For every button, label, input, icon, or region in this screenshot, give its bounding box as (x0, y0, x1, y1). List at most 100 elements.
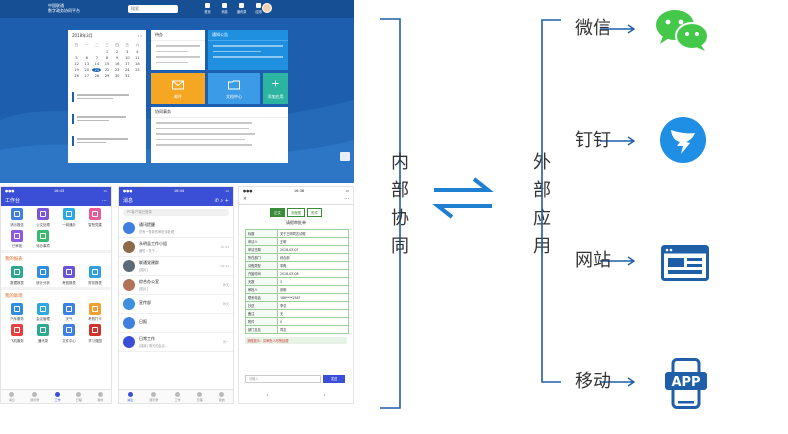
list-item[interactable]: 综合办公室[图片]昨天 (119, 276, 233, 295)
calendar-day[interactable]: 29 (104, 74, 110, 78)
calendar-day[interactable]: 17 (124, 62, 130, 66)
list-item[interactable]: 宣传部昨天 (119, 295, 233, 314)
tab-label: 日程 (75, 397, 82, 402)
app-item[interactable]: 考勤打卡 (83, 302, 107, 321)
tab-item[interactable]: 日程 (197, 391, 203, 402)
add-app-tile[interactable]: + 添加应用 (263, 73, 288, 104)
calendar-day[interactable]: 4 (136, 50, 139, 54)
calendar-day[interactable]: 5 (75, 56, 78, 60)
calendar-day[interactable]: 28 (94, 74, 100, 78)
avatar[interactable] (262, 3, 272, 13)
back-icon[interactable]: ‹ (266, 392, 269, 399)
calendar-day[interactable]: 30 (114, 74, 120, 78)
website-icon (661, 245, 709, 281)
toolbar-contacts-button[interactable]: 通讯录 (236, 3, 247, 14)
calendar-event[interactable] (72, 92, 142, 102)
calendar-day[interactable]: 27 (84, 74, 89, 78)
calendar-day[interactable]: 9 (115, 56, 119, 60)
notice-panel[interactable]: 通知公告 (208, 30, 288, 70)
app-item[interactable]: 一网通办 (57, 208, 81, 227)
calendar-event[interactable] (72, 114, 142, 124)
news-panel[interactable]: 协同事务 (151, 107, 288, 163)
file-tile[interactable]: 文档中心 (208, 73, 260, 104)
form-tab[interactable]: 正文 (270, 208, 285, 217)
calendar-day[interactable]: 22 (104, 68, 110, 72)
list-item[interactable]: 通讯提醒您有一条新的审批待处理 (119, 219, 233, 238)
pc-login-banner[interactable]: PC客户端已登录 (123, 209, 229, 216)
app-item[interactable]: 待办事项 (31, 229, 55, 248)
desktop-chat-icon[interactable] (340, 152, 350, 161)
calendar-event[interactable] (72, 136, 142, 146)
mail-tile[interactable]: 邮件 (151, 73, 205, 104)
calendar-day[interactable]: 23 (114, 68, 120, 72)
calendar-day[interactable]: 25 (135, 68, 140, 72)
tab-item[interactable]: 我的 (97, 391, 103, 402)
form-tab[interactable]: 流程图 (286, 208, 306, 217)
message-text: 永明县工作小组通知：关于... (139, 241, 220, 254)
calendar-nav-icon[interactable]: ‹ › (137, 33, 142, 38)
app-item[interactable]: 飞机服务 (5, 324, 29, 343)
calendar-day[interactable]: 15 (104, 62, 110, 66)
list-item[interactable]: 日报 (119, 314, 233, 333)
calendar-day[interactable]: 18 (135, 62, 140, 66)
calendar-day[interactable]: 12 (74, 62, 79, 66)
app-item[interactable]: 已审批 (5, 229, 29, 248)
calendar-day[interactable]: 8 (105, 56, 109, 60)
toolbar-home-button[interactable]: 首页 (202, 3, 213, 14)
app-item[interactable]: 智慧党建 (83, 208, 107, 227)
app-item[interactable]: 统计分析 (31, 266, 55, 285)
app-item[interactable]: 文件中心 (57, 324, 81, 343)
tab-item[interactable]: 消息 (9, 391, 15, 402)
calendar-day[interactable]: 24 (124, 68, 130, 72)
calendar-day[interactable]: 2 (115, 50, 119, 54)
tab-item[interactable]: 通讯录 (30, 391, 39, 402)
app-label: 一网通办 (62, 222, 76, 227)
tab-item[interactable]: 通讯录 (149, 391, 159, 402)
tab-label: 通讯录 (149, 397, 159, 402)
app-item[interactable]: 会议管理 (31, 302, 55, 321)
app-item[interactable]: 通讯录 (31, 324, 55, 343)
app-item[interactable]: 天气 (57, 302, 81, 321)
toolbar-message-button[interactable]: 消息 (219, 3, 230, 14)
comment-input[interactable]: 请输入 (245, 375, 321, 383)
calendar-day[interactable]: 31 (124, 74, 130, 78)
more-icon[interactable]: ⋯ (102, 197, 107, 204)
app-item[interactable]: 财务报表 (83, 266, 107, 285)
app-item[interactable]: 公文处理 (31, 208, 55, 227)
calendar-day[interactable]: 21 (92, 68, 102, 72)
tab-item[interactable]: 我的 (219, 391, 225, 402)
calendar-day[interactable]: 26 (74, 74, 79, 78)
list-item[interactable]: 联通党建群[图片]09:41 (119, 257, 233, 276)
app-item[interactable]: 学习强国 (83, 324, 107, 343)
add-icon[interactable]: ✆ ⌕ + (214, 197, 229, 204)
calendar-day[interactable]: 10 (124, 56, 130, 60)
calendar-day[interactable]: 14 (94, 62, 100, 66)
tab-item[interactable]: 工作 (54, 391, 60, 402)
toolbar-apps-button[interactable]: 应用 (253, 3, 264, 14)
list-item[interactable]: 永明县工作小组通知：关于...10:23 (119, 238, 233, 257)
form-tab[interactable]: 附件 (307, 208, 322, 217)
calendar-day[interactable]: 1 (105, 50, 109, 54)
calendar-day[interactable]: 19 (74, 68, 79, 72)
app-item[interactable]: 数据报表 (5, 266, 29, 285)
send-button[interactable]: 发送 (323, 375, 345, 383)
todo-panel[interactable]: 待办 (151, 30, 205, 70)
app-item[interactable]: 考勤报表 (57, 266, 81, 285)
close-icon[interactable]: ✕ (243, 197, 247, 202)
calendar-day[interactable]: 7 (95, 56, 98, 60)
list-item[interactable]: 日常工作[链接] 明天的会议...周一 (119, 333, 233, 352)
tab-item[interactable]: 工作 (174, 391, 180, 402)
calendar-day[interactable]: 13 (84, 62, 89, 66)
app-item[interactable]: 汽车服务 (5, 302, 29, 321)
calendar-day[interactable]: 16 (114, 62, 120, 66)
more-icon[interactable]: ⋯ (344, 197, 349, 202)
calendar-day[interactable]: 20 (84, 68, 89, 72)
forward-icon[interactable]: › (323, 392, 326, 399)
app-item[interactable]: 请示报告 (5, 208, 29, 227)
desktop-search-input[interactable]: 搜索 (128, 5, 178, 13)
tab-item[interactable]: 日程 (75, 391, 82, 402)
calendar-day[interactable]: 3 (126, 50, 129, 54)
tab-item[interactable]: 消息 (127, 391, 133, 402)
calendar-day[interactable]: 11 (135, 56, 140, 60)
calendar-day[interactable]: 6 (85, 56, 88, 60)
